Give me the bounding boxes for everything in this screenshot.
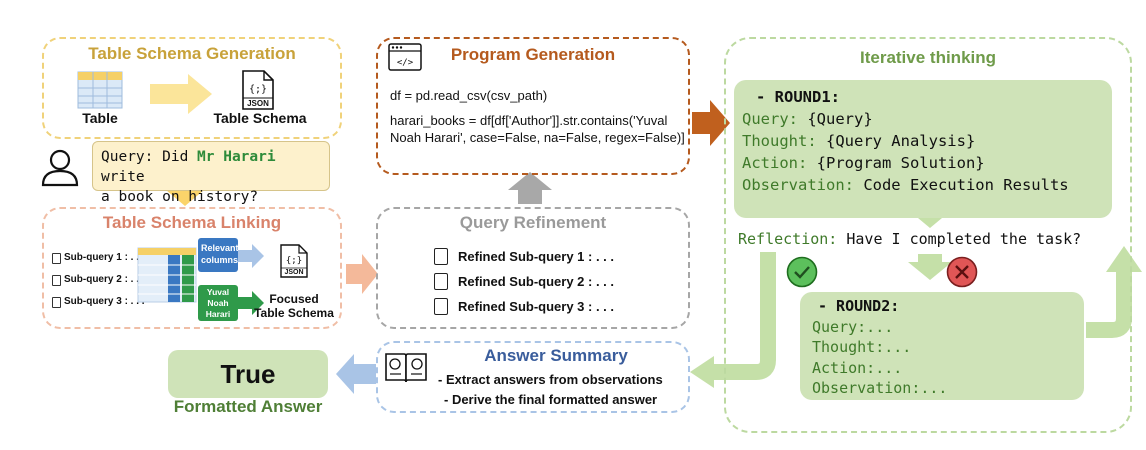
arrow-entity: [238, 291, 264, 315]
subquery-list: Sub-query 1 : . . . Sub-query 2 : . . . …: [52, 247, 145, 313]
formatted-answer-label: Formatted Answer: [173, 397, 323, 416]
table-label: Table: [82, 110, 118, 126]
program-generation-title: Program Generation: [450, 45, 616, 64]
round2-title: - ROUND2:: [818, 297, 900, 315]
subquery-1: Sub-query 1 : . . .: [64, 252, 145, 263]
svg-text:</>: </>: [397, 58, 414, 68]
summary-line-1: - Extract answers from observations: [438, 372, 663, 387]
code-line-2: harari_books = df[df['Author']].str.cont…: [390, 113, 668, 128]
round2-observation: Observation:...: [812, 379, 948, 397]
round1-title: - ROUND1:: [756, 88, 840, 106]
refined-subquery-3: Refined Sub-query 3 : . . .: [458, 299, 615, 314]
round2-action: Action:...: [812, 358, 903, 377]
linked-table-icon: [137, 247, 197, 303]
table-icon: [77, 71, 123, 109]
schema-linking-panel: [42, 207, 342, 329]
summary-line-2: - Derive the final formatted answer: [444, 392, 658, 407]
query-entity: Mr Harari: [197, 149, 276, 165]
arrow-loop-round2-up: [1086, 270, 1132, 338]
cross-icon: [946, 256, 978, 288]
search-doc-icon: [52, 296, 61, 308]
round1-key-query: Query:: [742, 110, 798, 128]
subquery-3: Sub-query 3 : . . .: [64, 296, 145, 307]
arrow-refine-to-program: [508, 172, 552, 204]
json-file-icon: {;}: [242, 70, 274, 110]
reflection-line: Reflection: Have I completed the task?: [738, 230, 1081, 248]
arrow-reflection-down: [908, 254, 952, 280]
query-line2: a book on history?: [101, 189, 259, 205]
json-label: JSON: [247, 99, 269, 108]
answer-summary-panel: [376, 341, 690, 413]
code-line-1: df = pd.read_csv(csv_path): [390, 88, 548, 103]
subquery-2: Sub-query 2 : . . .: [64, 274, 145, 285]
arrow-linking-to-refine: [346, 254, 378, 294]
search-doc-icon: [434, 273, 448, 290]
reflection-val: Have I completed the task?: [837, 230, 1082, 248]
round1-box: - ROUND1: Query: {Query} Thought: {Query…: [734, 80, 1112, 218]
user-icon: [41, 149, 79, 187]
round1-val-thought: {Query Analysis}: [816, 132, 976, 150]
code-window-icon: </>: [388, 43, 422, 71]
summary-lines: - Extract answers from observations - De…: [438, 370, 663, 410]
program-generation-panel: [376, 37, 690, 175]
code-line-3: Noah Harari', case=False, na=False, rege…: [390, 130, 685, 145]
answer-summary-title: Answer Summary: [484, 346, 628, 365]
reflection-key: Reflection:: [738, 230, 838, 248]
query-refinement-panel: [376, 207, 690, 329]
arrow-program-to-iterative: [692, 100, 730, 146]
final-answer-box: True: [168, 350, 328, 398]
svg-text:{;}: {;}: [286, 256, 302, 266]
iterative-thinking-title: Iterative thinking: [859, 48, 997, 67]
book-icon: [385, 353, 427, 383]
round1-key-observation: Observation:: [742, 176, 854, 194]
round1-key-thought: Thought:: [742, 132, 817, 150]
arrow-gen-to-linking: [166, 180, 204, 206]
arrow-loop-to-summary: [712, 252, 776, 380]
arrow-summary-to-answer: [336, 354, 376, 394]
search-doc-icon: [52, 274, 61, 286]
table-schema-label: Table Schema: [213, 110, 307, 126]
user-query-bubble: Query: Did Mr Harari write a book on his…: [92, 141, 330, 205]
round1-val-query: {Query}: [798, 110, 873, 128]
round1-key-action: Action:: [742, 154, 808, 172]
iterative-thinking-panel: [724, 37, 1132, 433]
schema-generation-title: Table Schema Generation: [88, 44, 296, 63]
svg-text:{;}: {;}: [249, 84, 267, 95]
check-icon: [786, 256, 818, 288]
query-refinement-title: Query Refinement: [459, 213, 607, 232]
round1-val-observation: Code Execution Results: [853, 176, 1069, 194]
search-doc-icon: [434, 298, 448, 315]
round2-thought: Thought:...: [812, 338, 912, 356]
refined-subquery-2: Refined Sub-query 2 : . . .: [458, 274, 615, 289]
arrow-table-to-schema: [150, 74, 212, 114]
query-line1-end: write: [101, 169, 145, 185]
round2-box: - ROUND2: Query:... Thought:... Action:.…: [800, 292, 1084, 400]
query-prefix: Query: Did: [101, 149, 198, 165]
schema-generation-panel: [42, 37, 342, 139]
round1-val-action: {Program Solution}: [807, 154, 985, 172]
round2-query: Query:...: [812, 317, 894, 336]
linking-json-label: JSON: [284, 269, 304, 276]
arrow-relevant: [238, 244, 264, 268]
search-doc-icon: [52, 252, 61, 264]
schema-linking-title: Table Schema Linking: [102, 213, 282, 232]
code-block: harari_books = df[df['Author']].str.cont…: [390, 112, 685, 146]
refined-list: Refined Sub-query 1 : . . . Refined Sub-…: [434, 244, 614, 319]
final-answer-value: True: [220, 358, 276, 389]
json-file-icon: {;}: [280, 244, 308, 278]
refined-subquery-1: Refined Sub-query 1 : . . .: [458, 249, 615, 264]
search-doc-icon: [434, 248, 448, 265]
